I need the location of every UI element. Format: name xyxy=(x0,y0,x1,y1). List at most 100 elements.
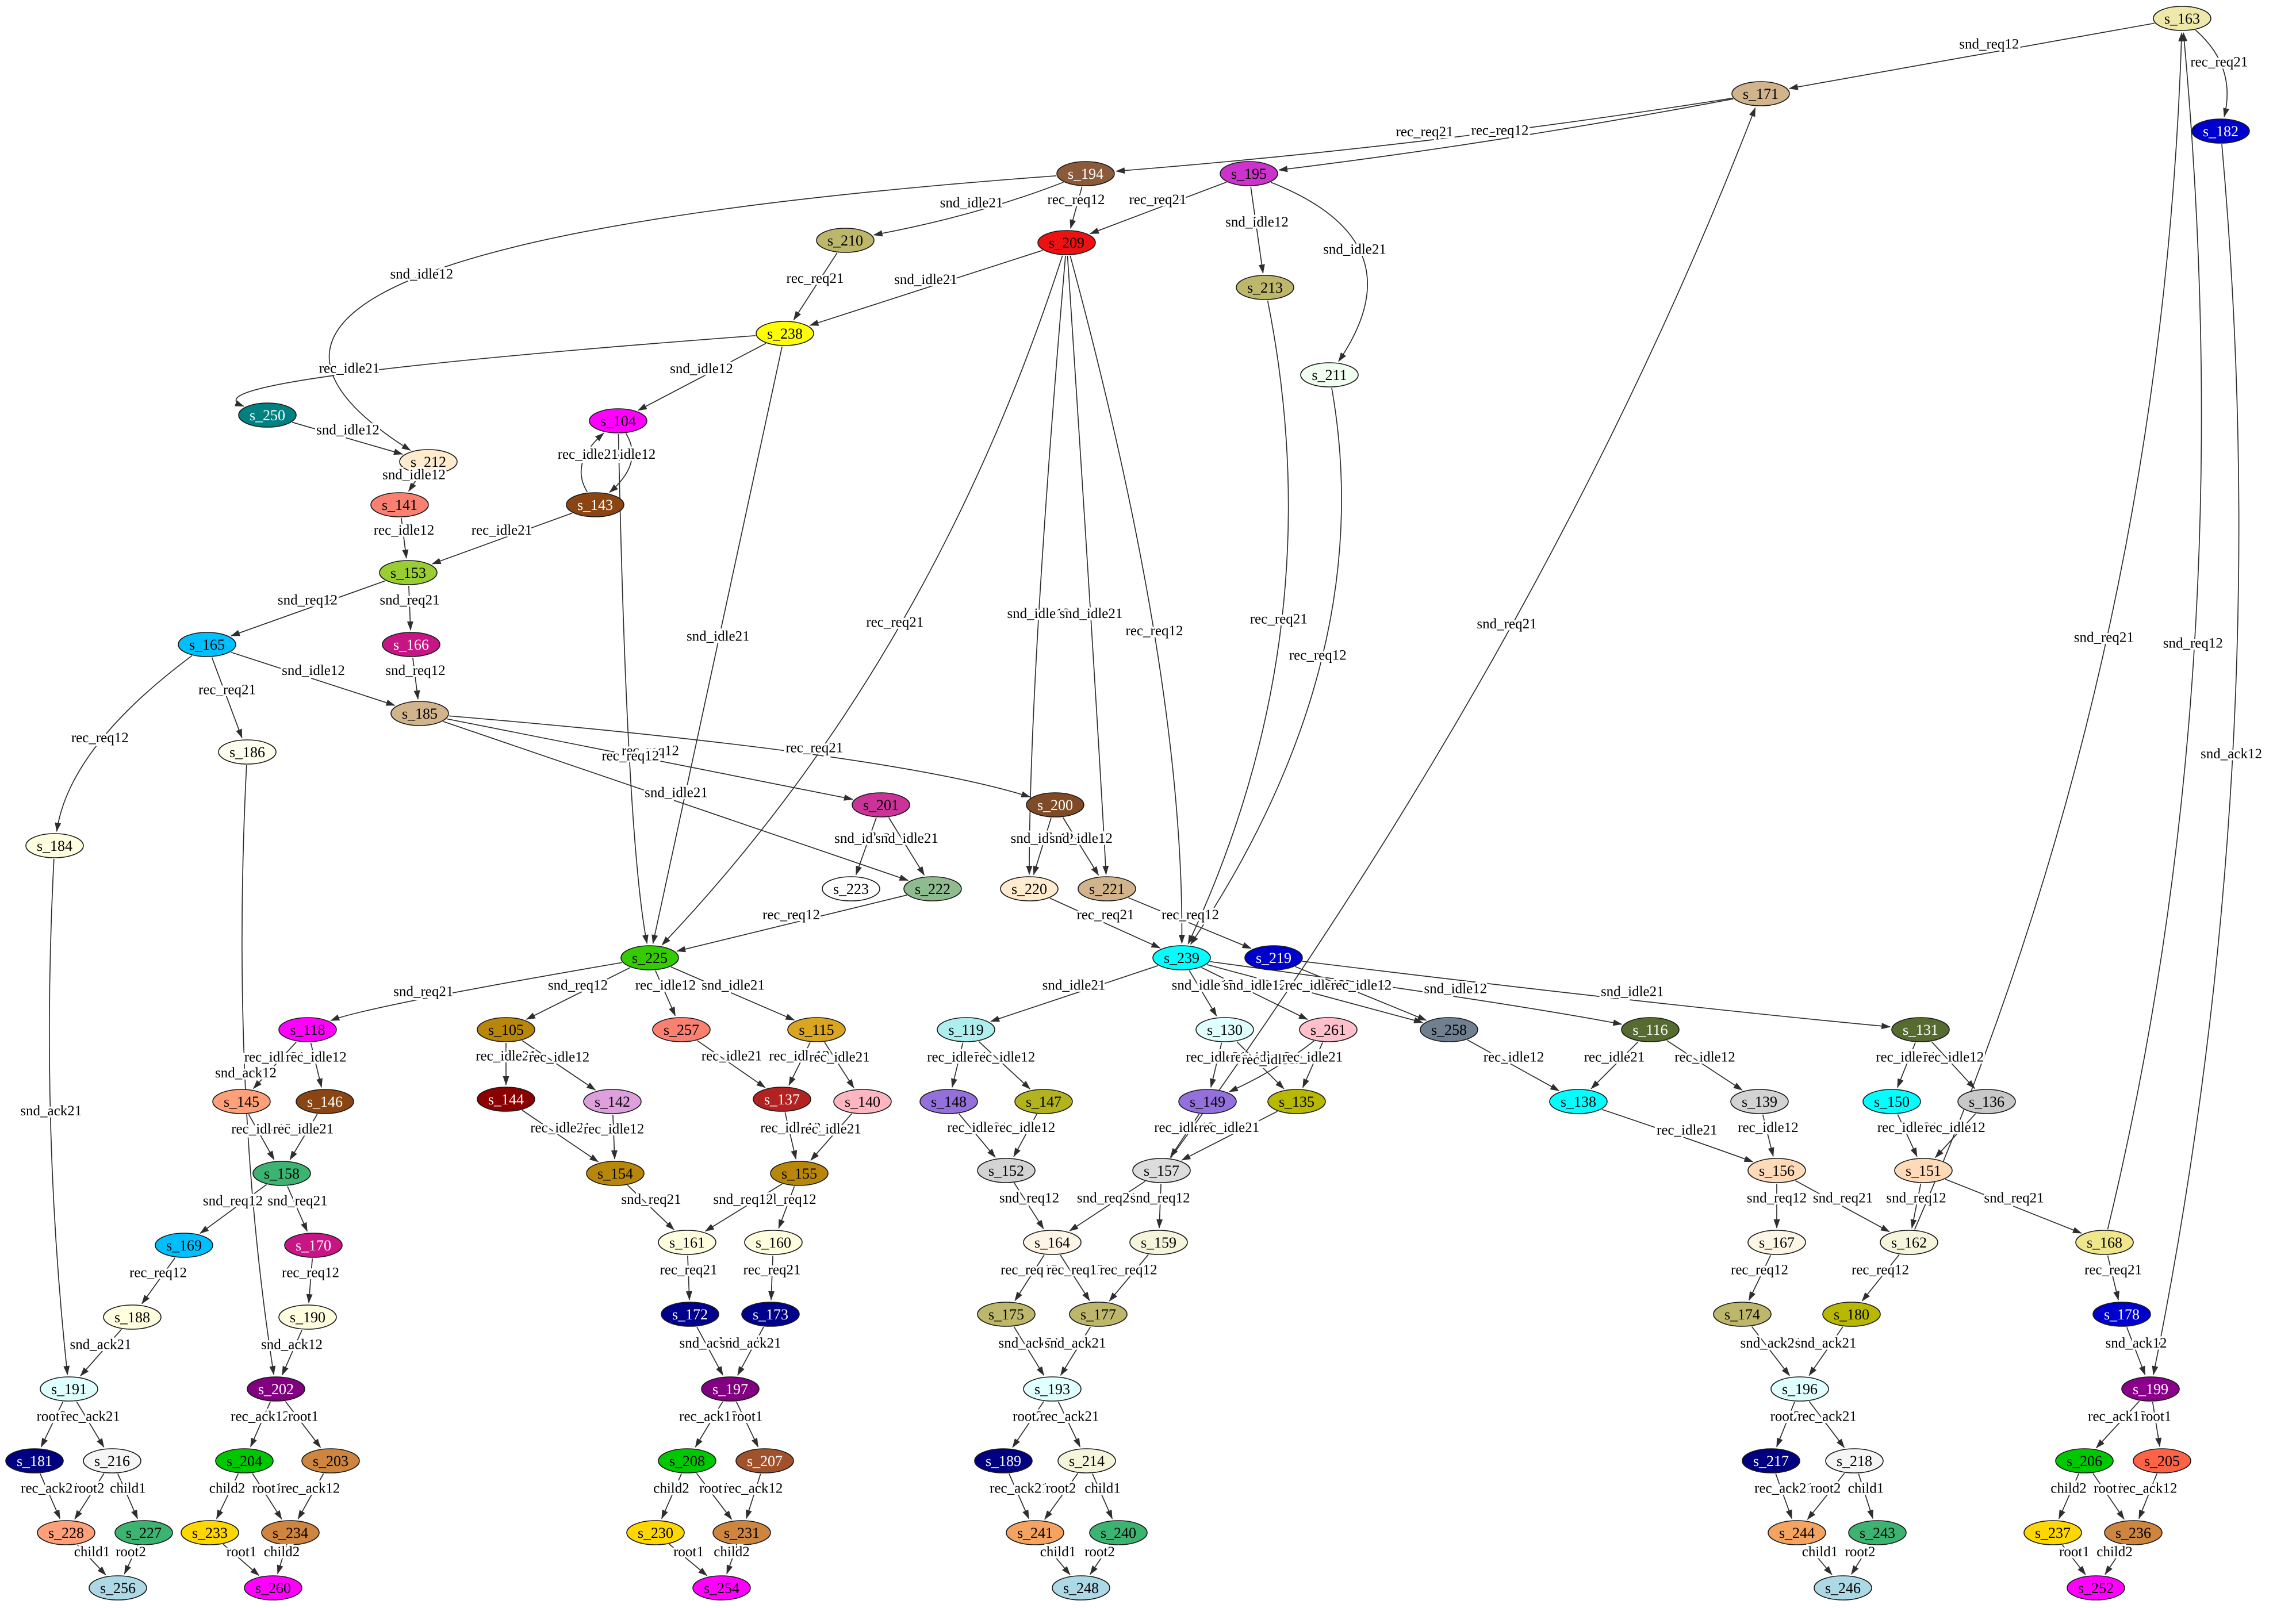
edge-s_241-s_248 xyxy=(1045,1544,1071,1575)
node-s_188 xyxy=(103,1304,162,1330)
edge-label-s_225-s_115: snd_idle21 xyxy=(702,978,765,993)
node-s_240 xyxy=(1089,1520,1148,1545)
edge-s_118-s_146 xyxy=(310,1042,323,1088)
edge-label-s_201-s_222: snd_idle21 xyxy=(875,831,938,846)
node-s_227 xyxy=(114,1520,173,1545)
edge-s_162-s_180 xyxy=(1861,1254,1900,1302)
edge-s_149-s_157 xyxy=(1170,1114,1200,1158)
edge-s_168-s_163 xyxy=(2107,32,2202,1230)
edge-label-s_195-s_213: snd_idle12 xyxy=(1225,214,1289,230)
node-s_208 xyxy=(658,1448,716,1473)
node-s_193 xyxy=(1023,1376,1082,1402)
edge-s_140-s_155 xyxy=(810,1113,852,1161)
edge-label-s_118-s_145: rec_idle21 xyxy=(244,1050,305,1065)
edge-label-s_257-s_137: rec_idle21 xyxy=(702,1049,762,1064)
edge-label-s_200-s_221: snd_idle12 xyxy=(1049,831,1113,846)
node-s_233 xyxy=(181,1520,239,1545)
node-s_261 xyxy=(1299,1017,1358,1042)
edge-label-s_141-s_153: rec_idle12 xyxy=(374,523,435,538)
edge-s_116-s_138 xyxy=(1590,1041,1639,1089)
edge-s_147-s_152 xyxy=(1013,1114,1037,1157)
edge-label-s_202-s_204: rec_ack12 xyxy=(231,1409,290,1425)
node-s_166 xyxy=(382,632,440,657)
edge-label-s_231-s_254: child2 xyxy=(714,1544,750,1560)
edge-s_131-s_136 xyxy=(1931,1041,1975,1089)
edge-s_155-s_161 xyxy=(704,1183,783,1232)
node-s_184 xyxy=(25,833,84,858)
edge-s_150-s_151 xyxy=(1897,1114,1918,1157)
edge-label-s_230-s_254: root1 xyxy=(673,1544,704,1560)
edge-label-s_151-s_162: snd_req12 xyxy=(1886,1191,1946,1206)
edge-label-s_199-s_205: root1 xyxy=(2141,1409,2172,1425)
edge-label-s_130-s_135: rec_idle12 xyxy=(1231,1050,1291,1065)
edge-s_250-s_212 xyxy=(292,421,403,455)
edge-label-s_222-s_225: rec_req12 xyxy=(762,907,820,923)
node-s_213 xyxy=(1236,275,1294,300)
edge-label-s_165-s_184: rec_req12 xyxy=(71,730,129,746)
edge-label-s_140-s_155: rec_idle21 xyxy=(800,1122,861,1137)
node-s_115 xyxy=(787,1017,846,1042)
edge-label-s_171-s_194: rec_req21 xyxy=(1396,124,1454,140)
edge-label-s_193-s_214: rec_ack21 xyxy=(1040,1409,1099,1425)
edge-label-s_152-s_164: snd_req12 xyxy=(999,1191,1059,1206)
edge-label-s_238-s_225: snd_idle21 xyxy=(687,629,750,644)
edge-label-s_104-s_143: rec_idle12 xyxy=(595,447,656,462)
node-s_220 xyxy=(1000,876,1059,901)
edge-label-s_239-s_130: snd_idle12 xyxy=(1172,978,1235,993)
edge-s_209-s_238 xyxy=(809,250,1043,326)
edge-s_142-s_154 xyxy=(611,1114,618,1160)
node-s_162 xyxy=(1880,1230,1938,1255)
edge-label-s_150-s_151: rec_idle21 xyxy=(1877,1120,1938,1135)
edge-label-s_182-s_199: snd_ack12 xyxy=(2201,746,2262,762)
node-s_260 xyxy=(244,1575,302,1601)
edge-label-s_221-s_219: rec_req12 xyxy=(1162,907,1219,923)
edge-s_258-s_138 xyxy=(1467,1039,1560,1092)
node-s_171 xyxy=(1731,81,1790,106)
edge-s_163-s_182 xyxy=(2195,29,2230,118)
node-s_159 xyxy=(1129,1230,1188,1255)
node-s_223 xyxy=(822,876,880,901)
node-s_138 xyxy=(1549,1089,1608,1114)
edge-label-s_189-s_241: rec_ack21 xyxy=(990,1481,1049,1496)
edge-label-s_205-s_236: rec_ack12 xyxy=(2118,1481,2178,1496)
edge-label-s_196-s_217: root2 xyxy=(1770,1409,1801,1425)
edge-s_221-s_219 xyxy=(1128,897,1252,949)
edge-label-s_163-s_171: snd_req12 xyxy=(1959,36,2019,52)
edge-s_203-s_234 xyxy=(297,1473,324,1519)
edge-label-s_169-s_188: rec_req12 xyxy=(129,1265,187,1281)
edge-label-s_195-s_211: snd_idle21 xyxy=(1323,242,1386,258)
edge-label-s_225-s_118: snd_req21 xyxy=(393,984,453,999)
edge-s_104-s_143 xyxy=(609,433,633,493)
edge-label-s_206-s_237: child2 xyxy=(2050,1481,2087,1496)
edge-label-s_149-s_157: rec_idle12 xyxy=(1154,1120,1215,1135)
edge-label-s_209-s_220: snd_idle12 xyxy=(1007,606,1070,621)
edge-label-s_236-s_252: child2 xyxy=(2096,1544,2133,1560)
node-s_258 xyxy=(1420,1017,1478,1042)
edge-s_181-s_228 xyxy=(40,1473,61,1519)
edge-label-s_144-s_154: rec_idle21 xyxy=(530,1120,591,1136)
edge-s_156-s_162 xyxy=(1795,1180,1890,1233)
edge-s_119-s_147 xyxy=(978,1041,1031,1089)
edge-label-s_197-s_207: root1 xyxy=(733,1409,763,1425)
edge-label-s_156-s_162: snd_req21 xyxy=(1813,1191,1873,1206)
edge-s_225-s_118 xyxy=(330,962,622,1021)
edge-s_162-s_163 xyxy=(1914,32,2185,1230)
edge-label-s_238-s_104: snd_idle12 xyxy=(670,361,733,377)
edge-label-s_143-s_153: rec_idle21 xyxy=(472,523,532,538)
edge-label-s_209-s_239: rec_req12 xyxy=(1126,623,1183,639)
edge-s_195-s_211 xyxy=(1270,182,1368,362)
node-s_231 xyxy=(712,1520,771,1545)
edge-label-s_170-s_190: rec_req12 xyxy=(282,1265,339,1281)
edge-s_151-s_168 xyxy=(1945,1179,2082,1234)
node-s_237 xyxy=(2023,1520,2082,1545)
edge-s_175-s_193 xyxy=(1013,1326,1045,1376)
node-s_230 xyxy=(626,1520,685,1545)
edge-s_199-s_205 xyxy=(2152,1402,2162,1448)
edge-label-s_237-s_252: root1 xyxy=(2059,1544,2090,1560)
edge-s_195-s_209 xyxy=(1089,182,1227,235)
node-s_118 xyxy=(278,1017,337,1042)
edge-s_196-s_218 xyxy=(1808,1401,1845,1448)
edge-s_157-s_171 xyxy=(1170,107,1756,1158)
edge-label-s_161-s_172: rec_req21 xyxy=(660,1262,718,1278)
edge-s_190-s_202 xyxy=(281,1330,302,1376)
